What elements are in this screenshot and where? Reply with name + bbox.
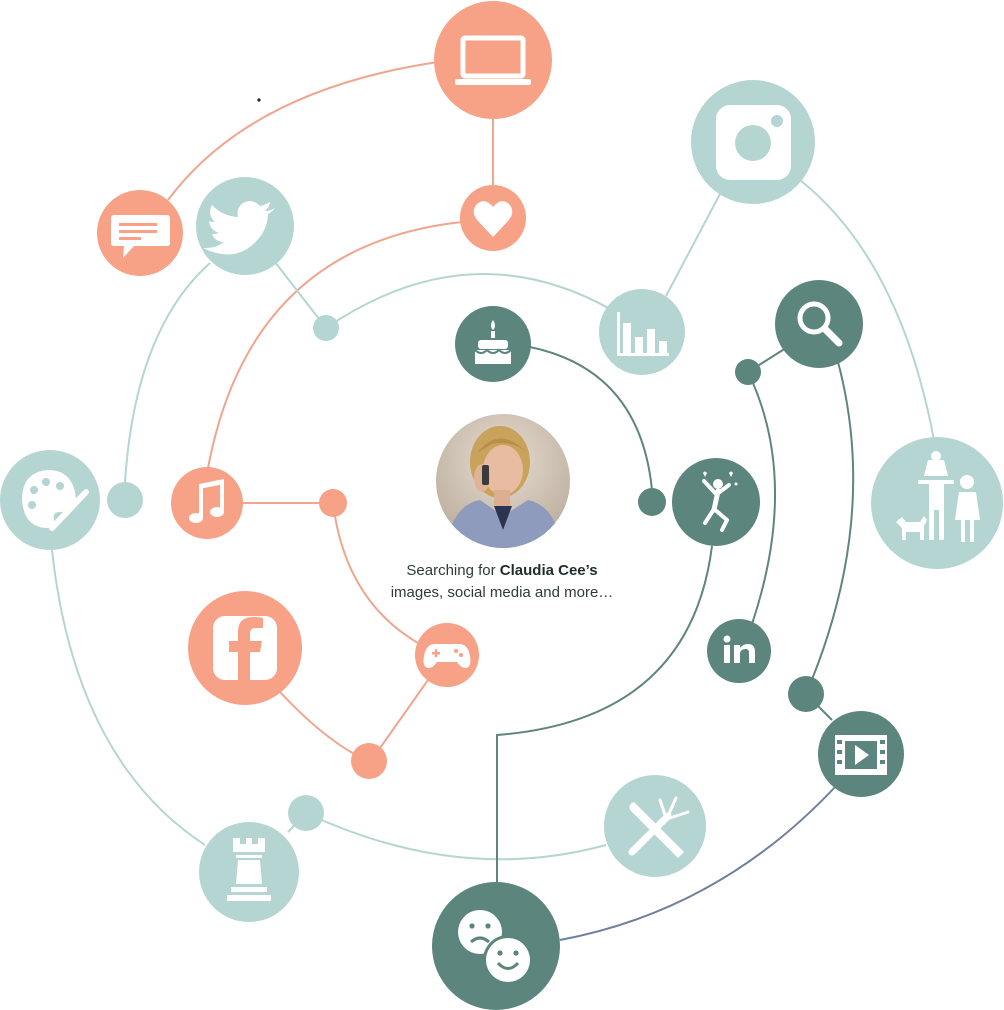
line-twitter-dot: [274, 261, 327, 329]
music-note-icon: [189, 479, 224, 523]
profile-avatar[interactable]: [436, 414, 570, 548]
line-facebook-dot: [279, 691, 357, 756]
birthday-cake-icon: [474, 320, 512, 364]
paint-palette-icon: [22, 470, 89, 531]
cheering-person-icon: [702, 471, 738, 532]
linkedin-node[interactable]: [707, 619, 771, 683]
heart-node[interactable]: [460, 185, 526, 251]
family-node[interactable]: [871, 437, 1003, 569]
music-node[interactable]: [171, 467, 243, 539]
junction-dot: [313, 315, 339, 341]
junction-dots: [107, 98, 824, 831]
gamepad-icon: [423, 644, 471, 668]
junction-dot: [735, 359, 761, 385]
twitter-bird-icon: [203, 201, 275, 255]
line-search-dot: [805, 361, 855, 695]
line-instagram-family: [799, 179, 935, 441]
chess-node[interactable]: [199, 822, 299, 922]
caption-name: Claudia Cee’s: [499, 562, 598, 579]
cake-node[interactable]: [455, 306, 531, 382]
magnifier-icon: [797, 301, 843, 347]
line-heart-music: [207, 221, 463, 469]
line-twitter-dot2: [124, 262, 211, 483]
dining-node[interactable]: [604, 775, 706, 877]
line-dot-gamepad: [332, 502, 419, 644]
caption-line-1: Searching for Claudia Cee’s: [352, 560, 652, 582]
line-dot-linkedin: [747, 371, 777, 625]
line-chat-laptop: [167, 61, 439, 201]
chat-bubble-icon: [111, 215, 170, 258]
junction-dot: [638, 488, 666, 516]
gamepad-node[interactable]: [415, 623, 479, 687]
search-node[interactable]: [775, 280, 863, 368]
line-dot-stats: [325, 273, 613, 329]
junction-dot: [319, 489, 347, 517]
facebook-icon: [213, 616, 277, 680]
instagram-icon: [716, 105, 791, 180]
video-node[interactable]: [818, 711, 904, 797]
linkedin-icon: [723, 635, 755, 663]
line-gamepad-dot: [379, 679, 429, 749]
junction-dot: [288, 795, 324, 831]
line-palette-chess: [51, 549, 206, 846]
laptop-icon: [460, 35, 526, 79]
junction-dot: [788, 676, 824, 712]
video-film-icon: [835, 735, 887, 775]
family-icon: [896, 451, 980, 542]
knife-fork-icon: [628, 796, 690, 858]
twitter-node[interactable]: [196, 177, 294, 275]
chat-node[interactable]: [97, 190, 183, 276]
line-stats-instagram: [665, 193, 721, 297]
line-cake-cheer: [529, 346, 653, 491]
chess-rook-icon: [227, 838, 271, 901]
instagram-node[interactable]: [691, 80, 815, 204]
bar-chart-icon: [617, 312, 669, 356]
caption-prefix: Searching for: [406, 562, 500, 579]
palette-node[interactable]: [0, 450, 100, 550]
line-cheer-emotions: [496, 545, 713, 883]
connector-lines: [51, 61, 935, 941]
junction-dot: [351, 743, 387, 779]
facebook-node[interactable]: [188, 591, 302, 705]
search-caption: Searching for Claudia Cee’s images, soci…: [352, 560, 652, 604]
sad-happy-faces-icon: [458, 910, 533, 985]
emotions-node[interactable]: [432, 882, 560, 1010]
line-dot-dining: [305, 812, 607, 861]
line-video-emotions: [559, 785, 837, 941]
cheer-node[interactable]: [672, 458, 760, 546]
stats-node[interactable]: [599, 289, 685, 375]
laptop-node[interactable]: [434, 1, 552, 119]
caption-line-2: images, social media and more…: [390, 584, 614, 601]
stray-dot: [257, 98, 261, 102]
junction-dot: [107, 482, 143, 518]
heart-icon: [473, 201, 513, 237]
